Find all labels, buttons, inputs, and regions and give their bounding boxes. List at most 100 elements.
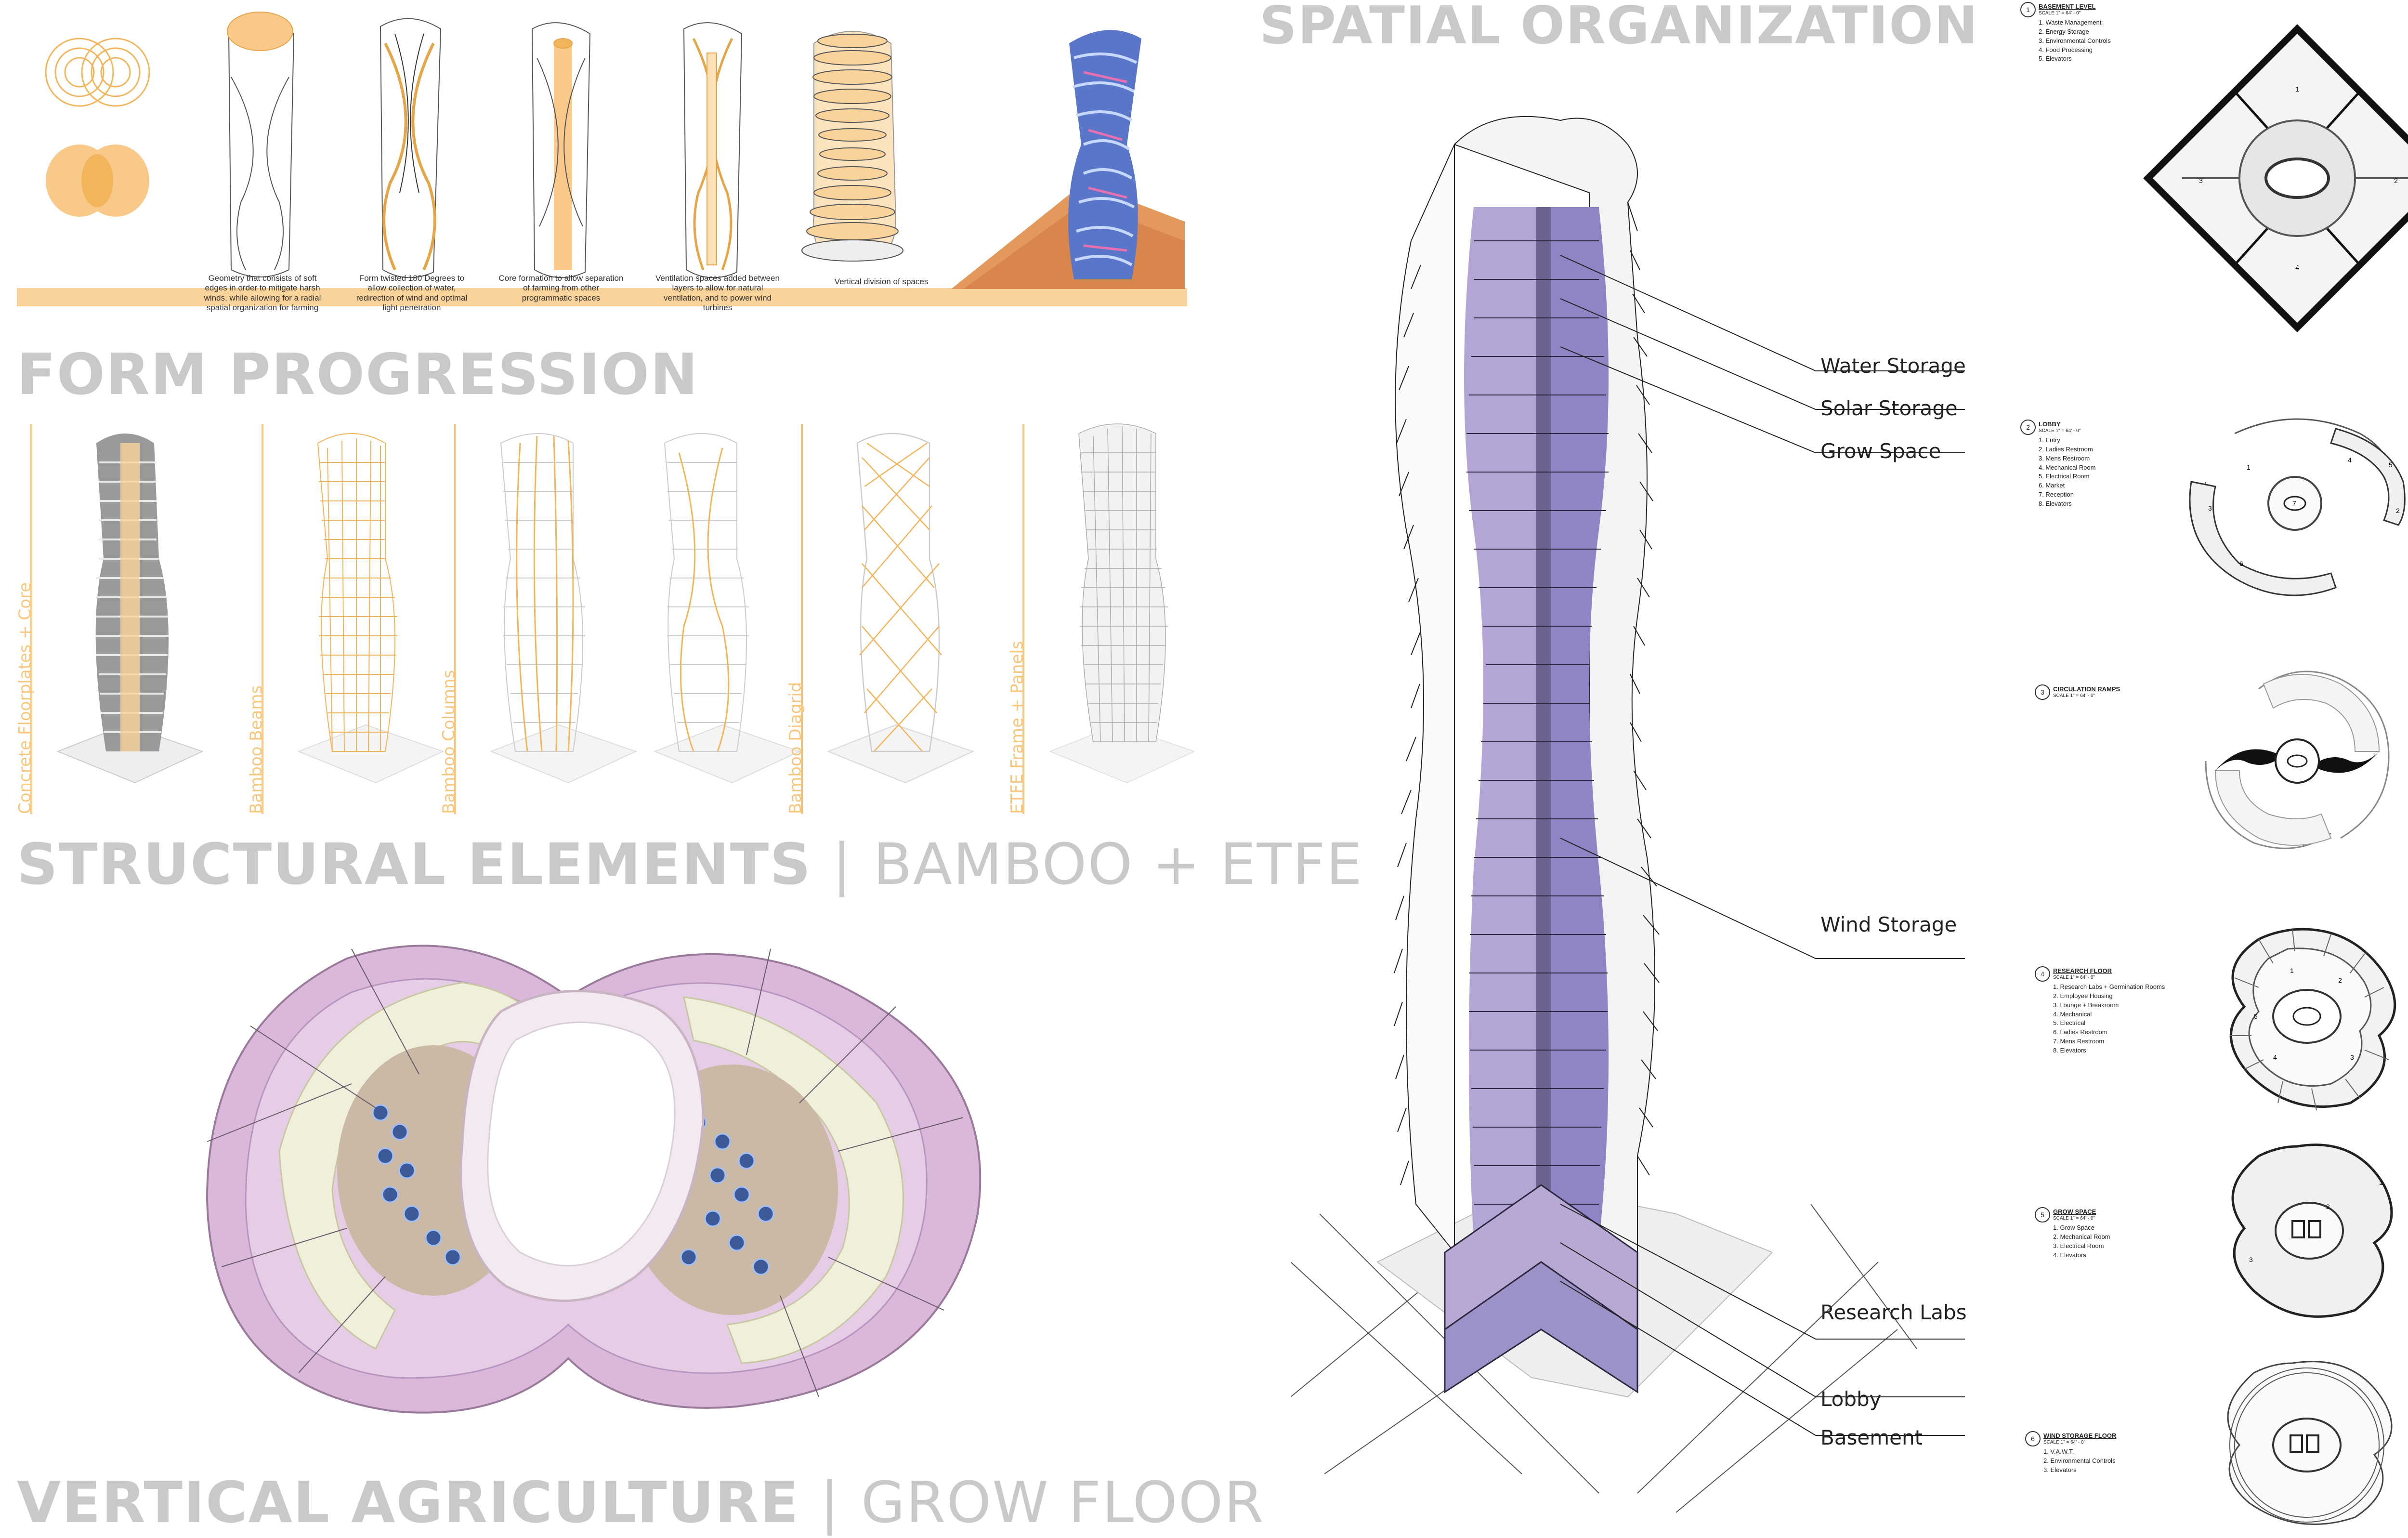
- plan-title: LOBBY: [2039, 421, 2061, 428]
- plan-legend-item: 6. Ladies Restroom: [2053, 1028, 2107, 1036]
- plan-mark: 6: [2239, 560, 2243, 567]
- structural-label-bamboo-columns: Bamboo Columns: [439, 670, 458, 814]
- plan-legend-item: 3. Elevators: [2043, 1466, 2077, 1473]
- form-step-caption: Form twisted 180 Degrees to allow collec…: [356, 274, 468, 313]
- plan-legend-item: 1. Research Labs + Germination Rooms: [2053, 983, 2165, 990]
- plan-mark: 1: [2290, 967, 2294, 974]
- tower-render-image: [951, 30, 1185, 289]
- plan-mark: 3: [2249, 1256, 2253, 1263]
- form-step-caption: Core formation to allow separation of fa…: [498, 274, 624, 302]
- plan-legend-item: 8. Elevators: [2053, 1046, 2086, 1054]
- plan-legend-item: 2. Mechanical Room: [2053, 1233, 2110, 1240]
- plan-scale: SCALE 1" = 64' - 0": [2039, 428, 2081, 434]
- form-progression-graphics: [17, 12, 1187, 306]
- form-step-3-core: [531, 22, 591, 278]
- plan-legend-item: 1. Entry: [2039, 436, 2060, 444]
- plan-legend: 1. V.A.W.T. 2. Environmental Controls 3.…: [2043, 1447, 2116, 1475]
- plan-mark: 5: [2389, 461, 2393, 469]
- plan-mark: 5: [2254, 1012, 2258, 1020]
- geometry-circles-diagram: [45, 38, 150, 107]
- plan-legend-item: 7. Reception: [2039, 491, 2074, 499]
- plan-number: 2: [2020, 420, 2036, 435]
- plan-scale: SCALE 1" = 64' - 0": [2053, 975, 2095, 980]
- plan-ramps-drawing: [2205, 670, 2390, 849]
- plan-basement-drawing: 1 2 3 4: [2143, 24, 2408, 332]
- plan-legend-item: 1. V.A.W.T.: [2043, 1448, 2074, 1455]
- section-label-wind-storage: Wind Storage: [1820, 913, 1957, 936]
- form-step-4-ventilation: [683, 22, 743, 278]
- plan-scale: SCALE 1" = 64' - 0": [2043, 1440, 2086, 1445]
- form-step-2-twist: [380, 18, 442, 278]
- plan-legend-item: 7. Mens Restroom: [2053, 1038, 2105, 1045]
- form-step-caption: Geometry that consists of soft edges in …: [204, 274, 321, 313]
- bamboo-diagrid-tower: [826, 433, 975, 784]
- plan-number: 3: [2035, 684, 2050, 700]
- form-step-5-stacked-plates: [801, 31, 903, 262]
- plan-number: 6: [2025, 1431, 2041, 1446]
- structural-elements-heading: STRUCTURAL ELEMENTS | BAMBOO + ETFE: [17, 836, 1363, 893]
- plan-title: WIND STORAGE FLOOR: [2043, 1432, 2117, 1439]
- plan-title: GROW SPACE: [2053, 1208, 2096, 1215]
- structural-heading-bold: STRUCTURAL ELEMENTS: [17, 831, 812, 897]
- plan-mark: 3: [2208, 504, 2212, 512]
- vertical-agriculture-heading: VERTICAL AGRICULTURE | GROW FLOOR: [17, 1474, 1265, 1531]
- plan-mark: 2: [2338, 976, 2342, 984]
- plan-mark: 3: [2350, 1053, 2354, 1061]
- plan-legend-item: 6. Market: [2039, 482, 2065, 489]
- grow-floor-render: [206, 945, 982, 1414]
- structural-label-bamboo-diagrid: Bamboo Diagrid: [786, 682, 805, 814]
- plan-scale: SCALE 1" = 64' - 0": [2039, 11, 2081, 16]
- plan-legend-item: 3. Environmental Controls: [2039, 37, 2111, 44]
- section-label-research-labs: Research Labs: [1820, 1301, 1967, 1324]
- plan-mark: 4: [2295, 263, 2299, 271]
- plan-mark: 4: [2348, 456, 2352, 464]
- geometry-union-diagram: [46, 145, 149, 217]
- plan-legend-item: 5. Elevators: [2039, 55, 2072, 63]
- plan-legend-item: 5. Electrical Room: [2039, 473, 2090, 480]
- plan-legend-item: 4. Mechanical: [2053, 1010, 2092, 1018]
- plan-legend-item: 4. Mechanical Room: [2039, 463, 2096, 471]
- section-label-lobby: Lobby: [1820, 1387, 1882, 1411]
- vertical-agriculture-heading-bold: VERTICAL AGRICULTURE: [17, 1469, 799, 1536]
- form-step-1-tube: [227, 12, 295, 277]
- form-step-caption: Ventilation spaces added between layers …: [655, 274, 780, 313]
- vertical-agriculture-heading-light: GROW FLOOR: [861, 1469, 1265, 1536]
- structural-label-concrete: Concrete Floorplates + Core: [15, 582, 35, 814]
- bamboo-frame-tower: [654, 433, 801, 784]
- form-step-caption: Vertical division of spaces: [834, 277, 929, 286]
- plan-number: 4: [2035, 966, 2050, 982]
- plan-legend-item: 2. Employee Housing: [2053, 992, 2113, 999]
- heading-divider: |: [832, 831, 853, 897]
- plan-grow-drawing: 1 2 3: [2231, 1144, 2393, 1318]
- plan-mark: 2: [2394, 177, 2398, 184]
- structural-label-bamboo-beams: Bamboo Beams: [247, 685, 266, 814]
- plan-legend-item: 1. Waste Management: [2039, 19, 2102, 26]
- structural-label-etfe: ETFE Frame + Panels: [1008, 641, 1027, 814]
- plan-title: BASEMENT LEVEL: [2039, 3, 2096, 10]
- plan-number: 1: [2020, 2, 2036, 17]
- plan-legend-item: 3. Electrical Room: [2053, 1242, 2104, 1249]
- plan-legend: 1. Waste Management 2. Energy Storage 3.…: [2039, 18, 2111, 64]
- plan-number: 5: [2035, 1207, 2050, 1223]
- plan-scale: SCALE 1" = 64' - 0": [2053, 1216, 2095, 1221]
- plan-mark: 4: [2273, 1053, 2277, 1061]
- plan-legend-item: 4. Food Processing: [2039, 46, 2093, 53]
- plan-title: CIRCULATION RAMPS: [2053, 685, 2120, 693]
- heading-divider: |: [820, 1469, 840, 1536]
- section-label-basement: Basement: [1820, 1426, 1923, 1449]
- plan-lobby-drawing: 1 2 3 4 5 6 7: [2189, 418, 2406, 596]
- plan-legend-item: 2. Environmental Controls: [2043, 1457, 2116, 1464]
- bamboo-beams-tower: [297, 433, 445, 784]
- plan-mark: 2: [2396, 507, 2400, 514]
- plan-mark: 1: [2247, 463, 2251, 471]
- etfe-panels-tower: [1048, 423, 1196, 783]
- plan-legend-item: 1. Grow Space: [2053, 1224, 2094, 1231]
- structural-heading-light: BAMBOO + ETFE: [873, 831, 1363, 897]
- plan-legend: 1. Grow Space 2. Mechanical Room 3. Elec…: [2053, 1223, 2110, 1260]
- plan-mark: 2: [2326, 1203, 2330, 1210]
- plan-legend-item: 2. Ladies Restroom: [2039, 445, 2093, 453]
- plan-scale: SCALE 1" = 64' - 0": [2053, 693, 2095, 698]
- plan-legend-item: 2. Energy Storage: [2039, 27, 2089, 35]
- plan-mark: 7: [2292, 500, 2296, 507]
- structural-elements-graphics: [30, 423, 1196, 814]
